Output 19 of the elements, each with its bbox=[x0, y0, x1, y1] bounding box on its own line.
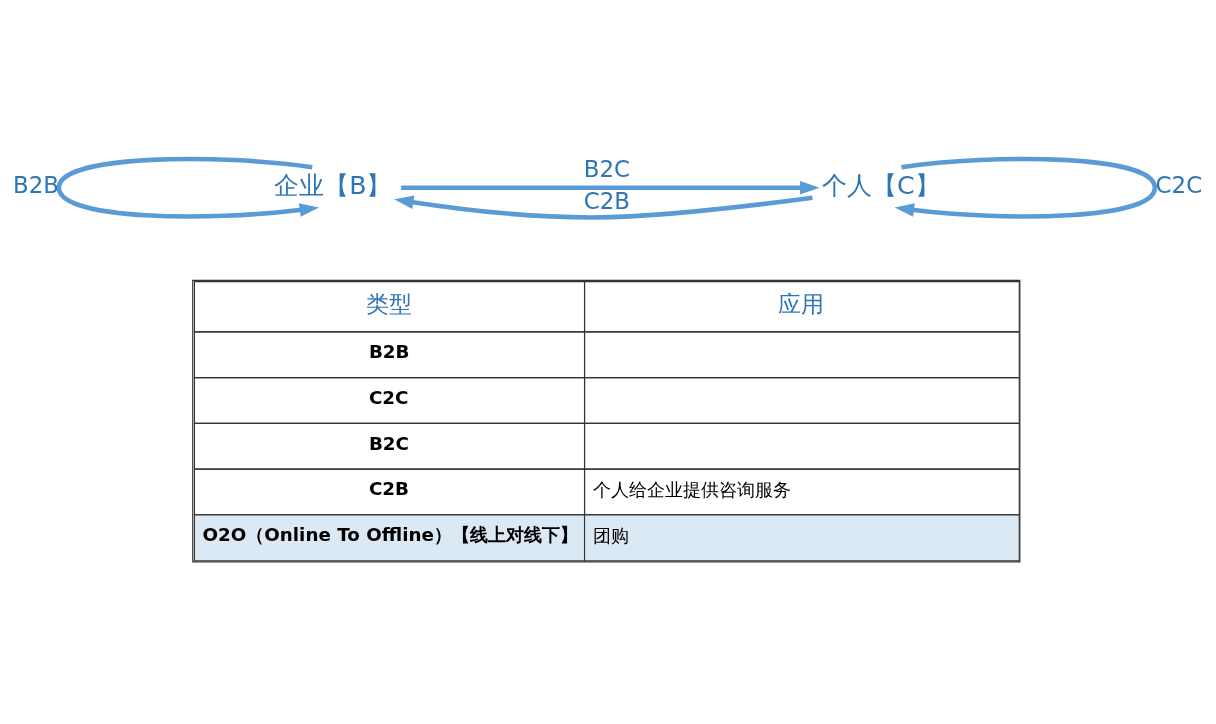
label: 类型 bbox=[366, 290, 413, 317]
arrow bbox=[56, 156, 320, 219]
label: B2B bbox=[368, 340, 410, 362]
edge-label: B2C bbox=[583, 155, 630, 182]
edge-label: C2C bbox=[1155, 171, 1203, 198]
edge-label: B2B bbox=[13, 171, 59, 198]
label: 团购 bbox=[592, 524, 629, 546]
node-text: 个人【C】 bbox=[822, 170, 940, 200]
label: 应用 bbox=[778, 290, 825, 317]
label: C2B bbox=[368, 477, 410, 499]
arrow bbox=[894, 156, 1158, 219]
label: C2C bbox=[368, 386, 409, 408]
label: 个人给企业提供咨询服务 bbox=[592, 478, 791, 500]
arrow bbox=[394, 194, 813, 220]
label: O2O（Online To Offline）【线上对线下】 bbox=[202, 523, 578, 545]
label: B2C bbox=[368, 432, 410, 453]
node-text: 企业【B】 bbox=[274, 170, 392, 200]
edge-label: C2B bbox=[583, 187, 630, 214]
arrow bbox=[401, 180, 820, 195]
